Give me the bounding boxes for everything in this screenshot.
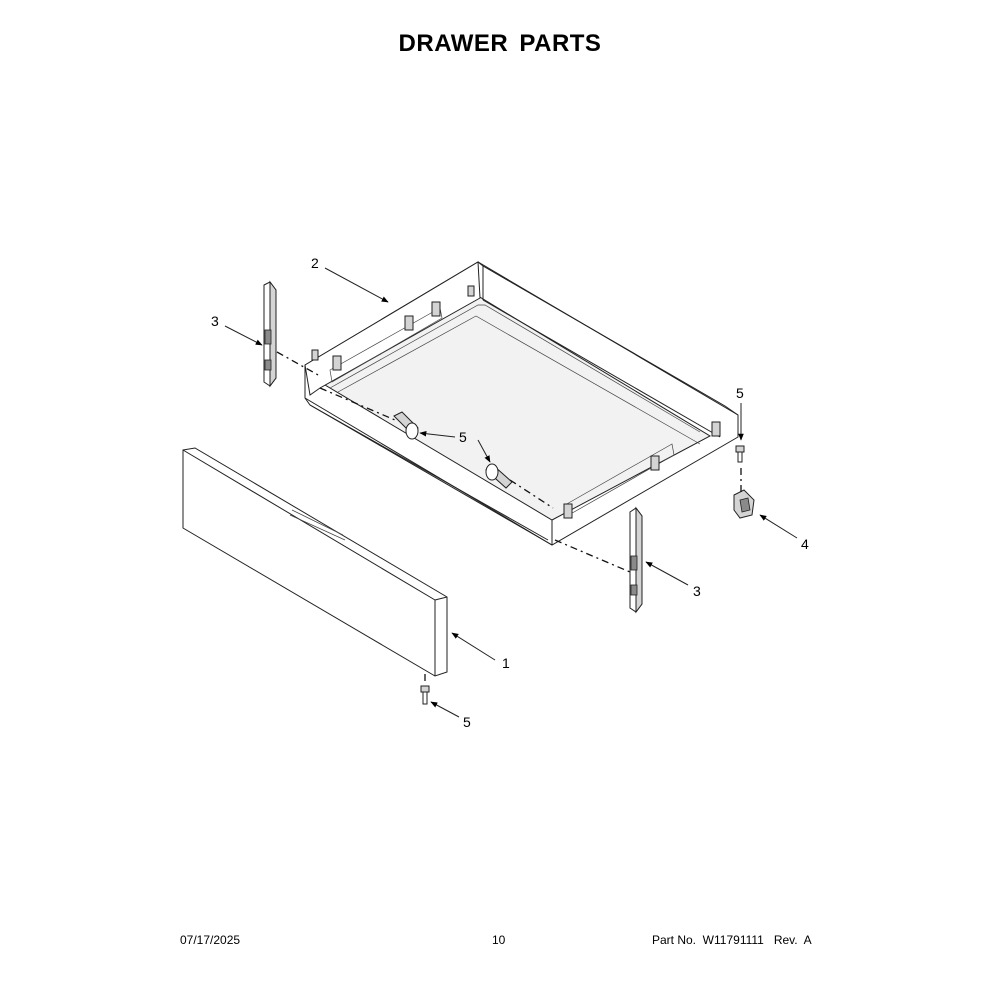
callout-5-center: 5 xyxy=(459,429,467,445)
drawer-bracket xyxy=(733,489,755,519)
page-title: DRAWER PARTS xyxy=(398,30,602,57)
leader-3-right xyxy=(645,561,689,586)
leader-5-bottom xyxy=(430,701,460,718)
screw-right xyxy=(485,463,513,489)
callout-5-right: 5 xyxy=(736,385,744,401)
drawer-rail-right xyxy=(629,506,643,614)
callout-5-bottom: 5 xyxy=(463,714,471,730)
leader-5-center-2 xyxy=(477,439,491,463)
callout-1: 1 xyxy=(502,655,510,671)
leader-4 xyxy=(759,514,798,539)
callout-3-right: 3 xyxy=(693,583,701,599)
footer-part-number: Part No. W11791111 Rev. A xyxy=(652,933,812,947)
drawer-front-panel xyxy=(182,447,448,677)
screw-bracket xyxy=(735,445,745,463)
drawer-body xyxy=(304,261,739,546)
callout-2: 2 xyxy=(311,255,319,271)
screw-bottom xyxy=(420,685,430,705)
drawer-rail-left xyxy=(263,280,277,388)
leader-1 xyxy=(451,632,496,661)
leader-5-center xyxy=(419,430,456,438)
screw-left xyxy=(393,411,419,440)
callout-3-left: 3 xyxy=(211,313,219,329)
leader-3-left xyxy=(224,325,263,346)
callout-4: 4 xyxy=(801,536,809,552)
leader-2 xyxy=(324,267,389,303)
footer-page-number: 10 xyxy=(492,933,506,947)
footer-date: 07/17/2025 xyxy=(180,933,241,947)
